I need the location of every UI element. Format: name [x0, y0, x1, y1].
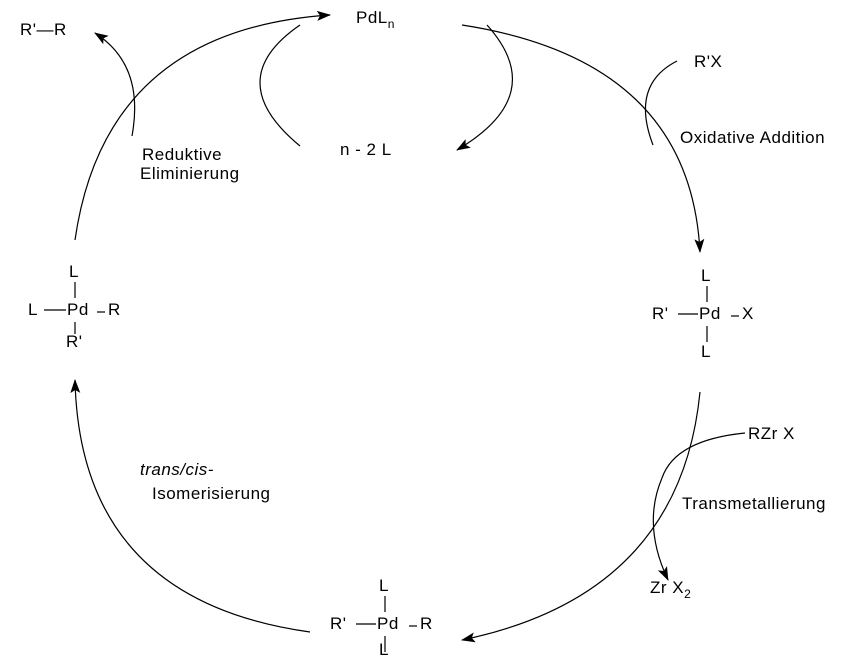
complex-bottom-right: R — [420, 614, 433, 633]
complex-bottom-center: Pd — [377, 614, 399, 633]
complex-left-center: Pd — [67, 300, 89, 319]
complex-right-right: X — [742, 304, 754, 323]
bonds-bottom-complex — [356, 596, 417, 652]
step-oxidative-addition: Oxidative Addition — [680, 128, 826, 147]
step-isomerization-line1: trans/cis- — [140, 460, 214, 479]
complex-left-left: L — [28, 300, 38, 319]
complex-left-top: L — [69, 262, 79, 281]
arrow-rx-in — [644, 60, 678, 146]
arc-isomerization — [70, 379, 311, 633]
arc-transmetallation — [461, 391, 701, 643]
step-reductive-elimination-line2: Eliminierung — [140, 164, 240, 183]
ligand-loss-label: n - 2 L — [340, 140, 392, 159]
complex-right-bottom: L — [701, 342, 711, 361]
arrow-product-out — [94, 32, 136, 137]
step-isomerization-line2: Isomerisierung — [152, 484, 271, 503]
step-transmetallation: Transmetallierung — [682, 494, 826, 513]
arrow-zrx2-out — [652, 477, 669, 581]
complex-bottom-bottom: L — [379, 640, 389, 659]
complex-left-right: R — [108, 300, 121, 319]
arc-reductive-elimination — [74, 10, 331, 241]
complex-bottom-top: L — [379, 576, 389, 595]
reagent-rx-label: R'X — [694, 52, 723, 71]
product-label: R'—R — [20, 20, 67, 39]
byproduct-label: Zr X2 — [650, 578, 692, 601]
complex-bottom-left: R' — [330, 614, 347, 633]
arrow-ligand-dissociation-left — [259, 24, 301, 147]
catalyst-label: PdLn — [356, 8, 395, 31]
complex-left-bottom: R' — [66, 332, 83, 351]
arrow-ligand-dissociation-right — [456, 24, 513, 151]
arrow-rzrx-in — [661, 432, 746, 479]
complex-right-center: Pd — [699, 304, 721, 323]
reagent-rzrx-label: RZr X — [748, 424, 795, 443]
bonds-left-complex — [44, 282, 105, 334]
arc-oxidative-addition — [461, 24, 705, 253]
bonds-right-complex — [678, 286, 739, 342]
complex-right-top: L — [701, 266, 711, 285]
complex-right-left: R' — [652, 304, 669, 323]
step-reductive-elimination-line1: Reduktive — [142, 145, 223, 164]
